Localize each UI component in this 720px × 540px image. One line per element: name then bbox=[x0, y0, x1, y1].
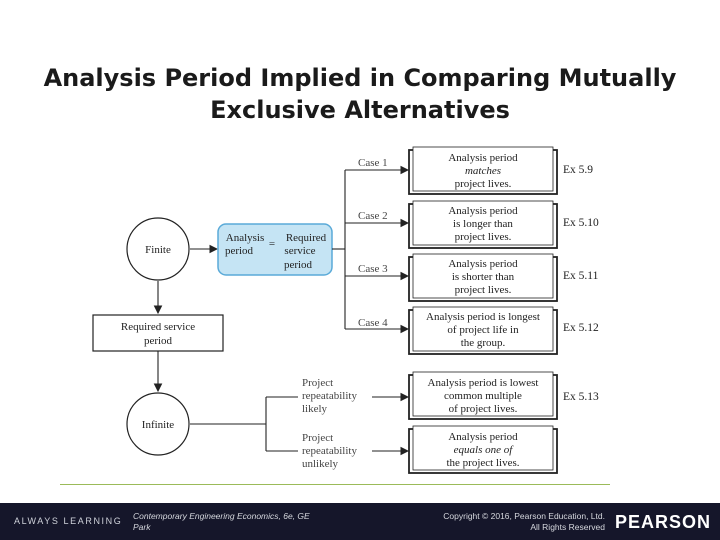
required-service-line-2: period bbox=[144, 335, 173, 347]
case-2-example: Ex 5.10 bbox=[563, 217, 599, 229]
case-2-box: Analysis period is longer than project l… bbox=[408, 200, 558, 249]
case-1-line-3: project lives. bbox=[455, 178, 512, 190]
footer-rule bbox=[60, 484, 610, 485]
case-1-line-2: matches bbox=[465, 165, 501, 177]
repeat-unlikely-line-2: repeatability bbox=[302, 445, 357, 457]
case-2-label: Case 2 bbox=[358, 210, 388, 222]
always-learning-logo: ALWAYS LEARNING bbox=[14, 516, 123, 526]
pearson-logo: PEARSON bbox=[615, 512, 712, 532]
repeat-unlikely-line-3: unlikely bbox=[302, 458, 339, 470]
infinite-case-2-line-2: equals one of bbox=[454, 444, 515, 456]
book-line-2: Park bbox=[133, 522, 151, 532]
footer-bar: ALWAYS LEARNING Contemporary Engineering… bbox=[0, 503, 720, 540]
case-1-line-1: Analysis period bbox=[448, 152, 518, 164]
infinite-case-2-line-1: Analysis period bbox=[448, 431, 518, 443]
analysis-label-1: Analysis bbox=[226, 232, 265, 244]
case-4-line-2: of project life in bbox=[447, 324, 519, 336]
infinite-case-1-example: Ex 5.13 bbox=[563, 391, 599, 403]
infinite-case-1-box: Analysis period is lowest common multipl… bbox=[408, 371, 558, 420]
copyright-line-1: Copyright © 2016, Pearson Education, Ltd… bbox=[443, 511, 605, 521]
repeat-unlikely-bg bbox=[298, 428, 372, 472]
repeat-likely-line-3: likely bbox=[302, 403, 328, 415]
case-3-label: Case 3 bbox=[358, 263, 388, 275]
case-4-label: Case 4 bbox=[358, 317, 388, 329]
analysis-label-2: period bbox=[225, 245, 254, 257]
case-4-example: Ex 5.12 bbox=[563, 322, 599, 334]
repeat-likely-line-1: Project bbox=[302, 377, 333, 389]
infinite-case-1-line-3: of project lives. bbox=[449, 403, 518, 415]
equals-sign: = bbox=[269, 238, 275, 250]
infinite-case-1-line-1: Analysis period is lowest bbox=[428, 377, 539, 389]
case-2-line-3: project lives. bbox=[455, 231, 512, 243]
title-line-2: Exclusive Alternatives bbox=[210, 96, 510, 124]
req-label-3: period bbox=[284, 259, 313, 271]
required-service-line-1: Required service bbox=[121, 321, 195, 333]
case-2-line-1: Analysis period bbox=[448, 205, 518, 217]
repeat-likely-bg bbox=[298, 374, 372, 418]
infinite-case-1-line-2: common multiple bbox=[444, 390, 522, 402]
case-2-line-2: is longer than bbox=[453, 218, 513, 230]
copyright-notice: Copyright © 2016, Pearson Education, Ltd… bbox=[380, 511, 605, 533]
title-line-1: Analysis Period Implied in Comparing Mut… bbox=[43, 64, 677, 92]
req-label-2: service bbox=[284, 245, 315, 257]
finite-label: Finite bbox=[145, 244, 171, 256]
finite-node bbox=[126, 217, 190, 281]
case-3-line-1: Analysis period bbox=[448, 258, 518, 270]
case-4-box: Analysis period is longest of project li… bbox=[408, 306, 558, 355]
copyright-line-2: All Rights Reserved bbox=[530, 522, 605, 532]
infinite-case-2-line-3: the project lives. bbox=[446, 457, 519, 469]
slide-title: Analysis Period Implied in Comparing Mut… bbox=[20, 62, 700, 126]
case-1-label: Case 1 bbox=[358, 157, 388, 169]
req-label-1: Required bbox=[286, 232, 327, 244]
case-3-line-3: project lives. bbox=[455, 284, 512, 296]
repeat-likely-line-2: repeatability bbox=[302, 390, 357, 402]
case-3-box: Analysis period is shorter than project … bbox=[408, 253, 558, 302]
case-1-box: Analysis period matches project lives. bbox=[408, 146, 558, 195]
infinite-case-2-box: Analysis period equals one of the projec… bbox=[408, 425, 558, 474]
analysis-period-diagram: Finite Analysis period = Required servic… bbox=[92, 146, 599, 474]
case-3-line-2: is shorter than bbox=[452, 271, 515, 283]
case-3-example: Ex 5.11 bbox=[563, 270, 599, 282]
case-4-line-1: Analysis period is longest bbox=[426, 311, 540, 323]
repeat-unlikely-line-1: Project bbox=[302, 432, 333, 444]
case-1-example: Ex 5.9 bbox=[563, 164, 593, 176]
book-citation: Contemporary Engineering Economics, 6e, … bbox=[133, 511, 363, 533]
case-4-line-3: the group. bbox=[461, 337, 506, 349]
infinite-label: Infinite bbox=[142, 419, 174, 431]
infinite-node bbox=[126, 392, 190, 456]
required-service-box bbox=[92, 314, 224, 352]
book-line-1: Contemporary Engineering Economics, 6e, … bbox=[133, 511, 310, 521]
